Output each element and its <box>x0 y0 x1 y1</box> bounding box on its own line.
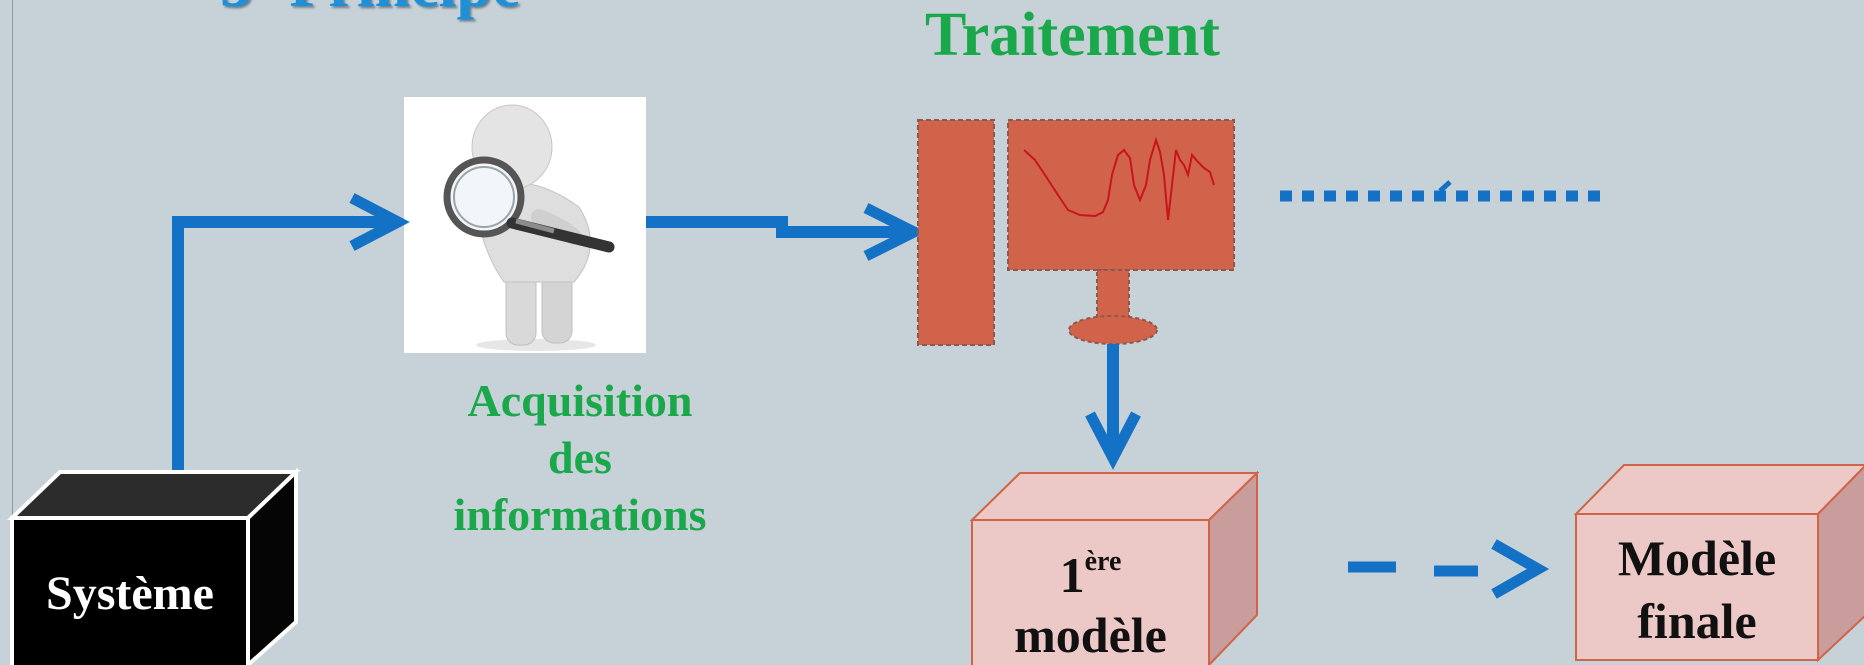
first-model-number: 1 <box>1059 547 1085 603</box>
slide-heading: 3- Principe <box>220 0 520 22</box>
first-model-label-line1: 1ère <box>974 532 1207 605</box>
system-cube-front <box>10 516 250 665</box>
acquisition-label-line1: Acquisition <box>467 375 693 426</box>
system-label: Système <box>46 567 214 620</box>
acquisition-to-computer-arrow <box>646 216 912 238</box>
system-to-acquisition-arrow <box>172 216 396 470</box>
signal-waveform-icon <box>1023 136 1215 221</box>
first-model-label-line2: modèle <box>1014 607 1167 663</box>
acquisition-label-line3: informations <box>453 489 707 540</box>
system-to-acquisition-arrowhead <box>349 193 410 251</box>
monitor-stand <box>1096 269 1130 319</box>
acquisition-label: Acquisition des informations <box>400 372 760 543</box>
model-transition-arrowhead <box>1491 539 1550 599</box>
first-model-superscript: ère <box>1084 546 1122 577</box>
final-model-cube-top <box>1573 464 1864 515</box>
continuation-dots-tick <box>1438 180 1452 193</box>
magnifier-figure-graphic <box>443 104 615 351</box>
computer-tower <box>917 119 995 346</box>
computer-monitor <box>1007 119 1235 271</box>
acquisition-to-computer-arrowhead <box>863 203 927 261</box>
processing-title: Traitement <box>925 1 1220 69</box>
first-model-cube-front <box>971 519 1210 665</box>
first-model-cube-top <box>969 472 1260 521</box>
acquisition-label-line2: des <box>548 432 612 483</box>
first-model-label: 1ère modèle <box>974 532 1207 665</box>
monitor-base <box>1068 315 1158 345</box>
computer-to-model-arrowhead <box>1085 411 1141 470</box>
magnifier-figure-icon <box>404 97 646 353</box>
final-model-label-line1: Modèle <box>1617 530 1777 586</box>
final-model-label-line2: finale <box>1637 593 1757 649</box>
final-model-label: Modèle finale <box>1578 527 1816 653</box>
left-edge-line <box>12 0 13 665</box>
final-model-cube-front <box>1575 513 1819 661</box>
